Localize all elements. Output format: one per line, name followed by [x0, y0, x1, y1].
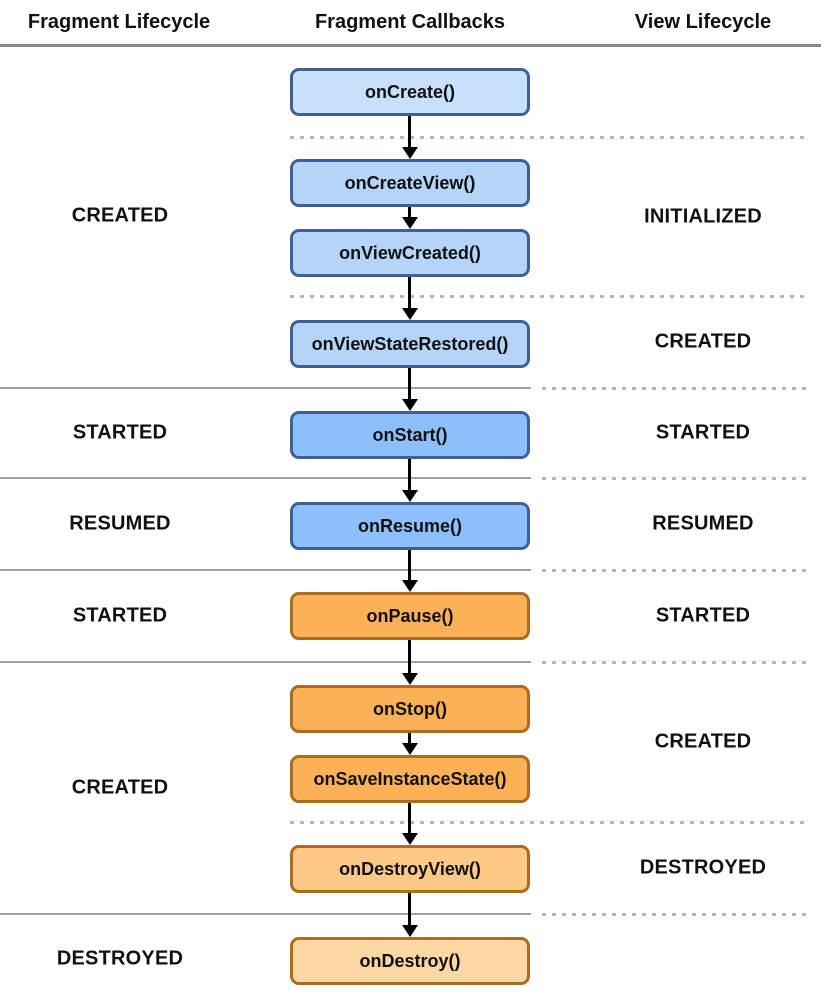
callback-box-onstart: onStart() [290, 411, 530, 459]
callback-label: onResume() [357, 515, 462, 536]
callback-box-onstop: onStop() [290, 685, 530, 733]
separator-solid-line [0, 569, 531, 571]
arrowhead-icon [402, 217, 418, 229]
flow-arrow [408, 459, 411, 499]
view-state-label: CREATED [654, 730, 752, 753]
view-state-label: DESTROYED [639, 856, 767, 879]
view-state-label: STARTED [655, 421, 751, 444]
arrowhead-icon [402, 743, 418, 755]
separator-solid-line [0, 661, 531, 663]
separator-dashed-line [542, 569, 808, 572]
fragment-state-label: RESUMED [69, 512, 171, 535]
flow-arrow [408, 207, 411, 226]
flow-arrow [408, 803, 411, 842]
separator-solid-line [0, 477, 531, 479]
separator-dashed-line [290, 821, 808, 824]
arrowhead-icon [402, 147, 418, 159]
callback-box-onpause: onPause() [290, 592, 530, 640]
callback-box-onviewstaterestored: onViewStateRestored() [290, 320, 530, 368]
fragment-state-label: CREATED [71, 204, 169, 227]
view-state-label: STARTED [655, 604, 751, 627]
callback-box-ondestroy: onDestroy() [290, 937, 530, 985]
column-header-fragment-lifecycle: Fragment Lifecycle [27, 11, 211, 33]
separator-dashed-line [542, 661, 808, 664]
callback-label: onStop() [373, 698, 447, 719]
callback-label: onPause() [366, 605, 454, 626]
callback-box-ondestroyview: onDestroyView() [290, 845, 530, 893]
callback-label: onDestroy() [359, 950, 461, 971]
arrowhead-icon [402, 833, 418, 845]
callback-label: onStart() [372, 424, 448, 445]
flow-arrow [408, 277, 411, 317]
separator-solid-line [0, 387, 531, 389]
callback-label: onViewStateRestored() [311, 333, 509, 354]
flow-arrow [408, 550, 411, 589]
callback-label: onSaveInstanceState() [313, 768, 507, 789]
arrowhead-icon [402, 308, 418, 320]
view-state-label: INITIALIZED [644, 205, 762, 228]
callback-label: onCreate() [364, 81, 455, 102]
separator-dashed-line [542, 477, 808, 480]
fragment-state-label: STARTED [72, 604, 168, 627]
arrowhead-icon [402, 673, 418, 685]
callback-label: onDestroyView() [339, 858, 481, 879]
fragment-state-label: STARTED [72, 421, 168, 444]
flow-arrow [408, 640, 411, 682]
callback-box-oncreateview: onCreateView() [290, 159, 530, 207]
arrowhead-icon [402, 399, 418, 411]
fragment-state-label: DESTROYED [56, 947, 184, 970]
flow-arrow [408, 116, 411, 156]
arrowhead-icon [402, 925, 418, 937]
view-state-label: CREATED [654, 330, 752, 353]
fragment-state-label: CREATED [71, 776, 169, 799]
column-header-fragment-callbacks: Fragment Callbacks [314, 11, 506, 33]
separator-solid-line [0, 44, 821, 47]
arrowhead-icon [402, 580, 418, 592]
flow-arrow [408, 893, 411, 934]
callback-box-oncreate: onCreate() [290, 68, 530, 116]
callback-box-onresume: onResume() [290, 502, 530, 550]
callback-label: onViewCreated() [339, 242, 481, 263]
view-state-label: RESUMED [652, 512, 754, 535]
separator-dashed-line [290, 295, 808, 298]
flow-arrow [408, 368, 411, 408]
separator-solid-line [0, 913, 531, 915]
flow-arrow [408, 733, 411, 752]
callback-box-onviewcreated: onViewCreated() [290, 229, 530, 277]
callback-label: onCreateView() [344, 172, 476, 193]
callback-box-onsaveinstancestate: onSaveInstanceState() [290, 755, 530, 803]
separator-dashed-line [542, 913, 808, 916]
column-header-view-lifecycle: View Lifecycle [634, 11, 772, 33]
separator-dashed-line [542, 387, 808, 390]
arrowhead-icon [402, 490, 418, 502]
separator-dashed-line [290, 136, 808, 139]
